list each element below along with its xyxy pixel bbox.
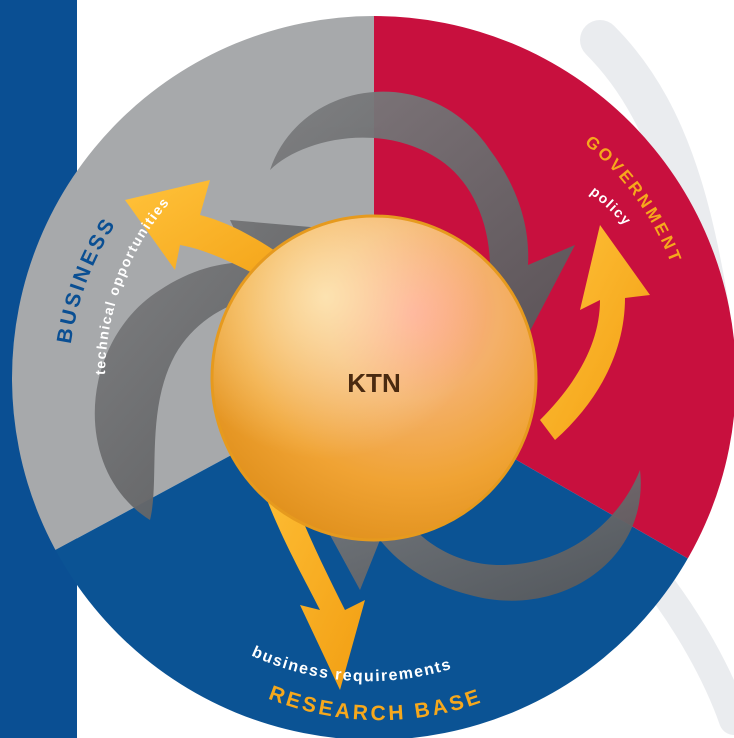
gold-arrow-right — [540, 225, 650, 440]
sector-research — [12, 378, 734, 738]
central-sphere — [210, 214, 538, 542]
center-label-ktn: KTN — [347, 368, 400, 398]
